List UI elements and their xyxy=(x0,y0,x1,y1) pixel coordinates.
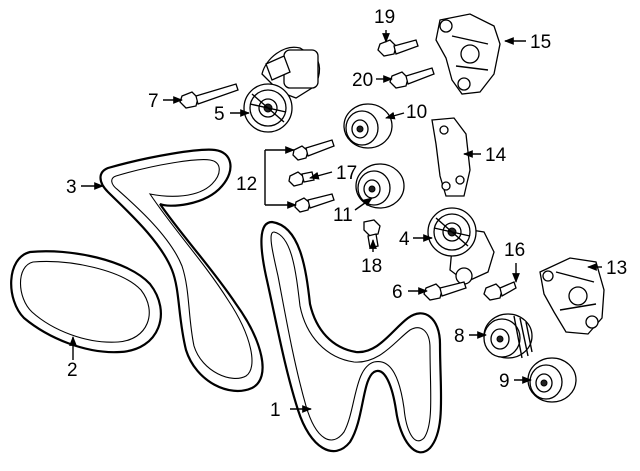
callout-4: 4 xyxy=(399,229,410,250)
idler-pulley-icon xyxy=(355,163,405,209)
bolt-icon xyxy=(377,39,419,57)
callout-14: 14 xyxy=(485,145,507,166)
callout-3: 3 xyxy=(66,177,77,198)
callout-18: 18 xyxy=(361,256,382,277)
bolt-icon xyxy=(179,83,239,109)
serpentine-belt-icon xyxy=(99,148,264,393)
bolt-icon xyxy=(423,281,467,301)
bolt-icon xyxy=(294,193,335,213)
oval-belt-icon xyxy=(10,250,162,354)
bolt-icon xyxy=(288,171,315,187)
bracket-icon xyxy=(539,257,605,335)
belt-tensioner-icon xyxy=(427,207,495,285)
bolt-icon xyxy=(389,67,435,89)
callout-10: 10 xyxy=(406,102,427,123)
grooved-pulley-icon xyxy=(483,313,533,359)
callout-labels: 1 2 3 4 5 6 7 8 9 10 11 12 13 14 15 16 1… xyxy=(66,7,627,421)
callout-6: 6 xyxy=(392,282,403,303)
idler-pulley-icon xyxy=(527,357,577,403)
callout-15: 15 xyxy=(530,32,551,53)
idler-pulley-icon xyxy=(343,103,393,149)
serpentine-belt-icon xyxy=(260,220,443,454)
bracket-icon xyxy=(435,13,501,95)
callout-16: 16 xyxy=(504,240,525,261)
callout-19: 19 xyxy=(374,7,395,28)
callout-13: 13 xyxy=(606,258,627,279)
callout-8: 8 xyxy=(454,326,465,347)
callout-9: 9 xyxy=(499,371,510,392)
callout-11: 11 xyxy=(333,205,353,226)
callout-17: 17 xyxy=(336,163,357,184)
bolt-icon xyxy=(363,219,381,249)
callout-2: 2 xyxy=(67,360,78,381)
bolt-icon xyxy=(292,139,335,161)
bracket-icon xyxy=(431,117,471,197)
callout-leaders xyxy=(69,30,602,413)
callout-5: 5 xyxy=(214,104,225,125)
callout-12: 12 xyxy=(236,174,257,195)
callout-1: 1 xyxy=(270,400,281,421)
callout-20: 20 xyxy=(352,70,373,91)
callout-7: 7 xyxy=(148,91,159,112)
belt-tensioner-icon xyxy=(243,46,321,133)
bolt-icon xyxy=(483,281,517,301)
